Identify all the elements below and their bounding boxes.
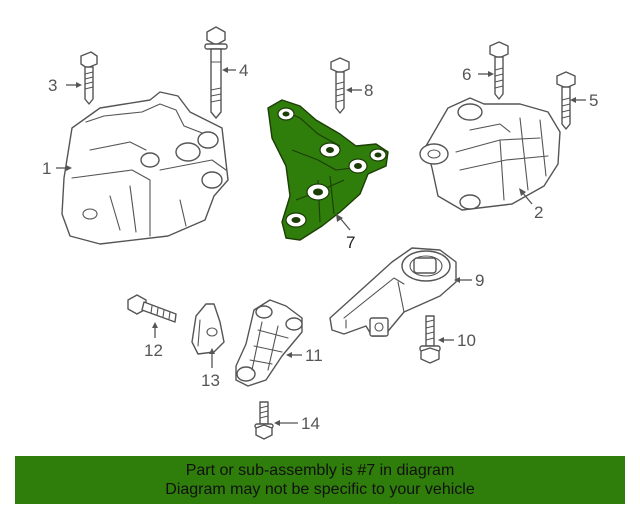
callout-5[interactable]: 5	[589, 91, 598, 110]
part-7-mount-bracket[interactable]	[267, 99, 389, 241]
callout-leaders	[56, 67, 586, 426]
part-6-bolt[interactable]	[489, 41, 509, 100]
callout-3[interactable]: 3	[48, 76, 57, 95]
callout-4[interactable]: 4	[239, 61, 248, 80]
callout-9[interactable]: 9	[475, 271, 484, 290]
part-13-heat-shield[interactable]	[191, 303, 225, 355]
callout-numbers: 3 4 8 6 5 1 2 7 9 10 12 13 11 14	[42, 61, 598, 433]
part-5-bolt[interactable]	[556, 71, 576, 130]
banner-part-line: Part or sub-assembly is #7 in diagram	[185, 462, 455, 479]
part-3-bolt[interactable]	[80, 51, 98, 105]
part-9-torque-strut[interactable]	[329, 247, 457, 337]
callout-11[interactable]: 11	[305, 346, 323, 365]
exploded-parts-diagram: 3 4 8 6 5 1 2 7 9 10 12 13 11 14	[42, 26, 598, 440]
callout-6[interactable]: 6	[462, 65, 471, 84]
callout-13[interactable]: 13	[201, 371, 220, 390]
part-14-bolt[interactable]	[254, 401, 274, 440]
part-2-engine-mount[interactable]	[419, 97, 561, 211]
part-12-bolt[interactable]	[127, 294, 177, 323]
callout-2[interactable]: 2	[534, 203, 543, 222]
part-1-engine-mount[interactable]	[61, 91, 229, 245]
callout-1[interactable]: 1	[42, 159, 51, 178]
highlight-info-banner: Part or sub-assembly is #7 in diagram Di…	[15, 456, 625, 504]
callout-7[interactable]: 7	[346, 233, 355, 252]
part-4-long-bolt[interactable]	[204, 26, 228, 119]
callout-10[interactable]: 10	[457, 331, 476, 350]
callout-8[interactable]: 8	[364, 81, 373, 100]
callout-14[interactable]: 14	[301, 414, 320, 433]
part-11-bracket[interactable]	[235, 299, 303, 387]
part-8-bolt[interactable]	[330, 57, 350, 114]
part-10-bolt[interactable]	[419, 315, 441, 364]
banner-disclaimer-line: Diagram may not be specific to your vehi…	[165, 481, 475, 498]
callout-12[interactable]: 12	[144, 341, 163, 360]
